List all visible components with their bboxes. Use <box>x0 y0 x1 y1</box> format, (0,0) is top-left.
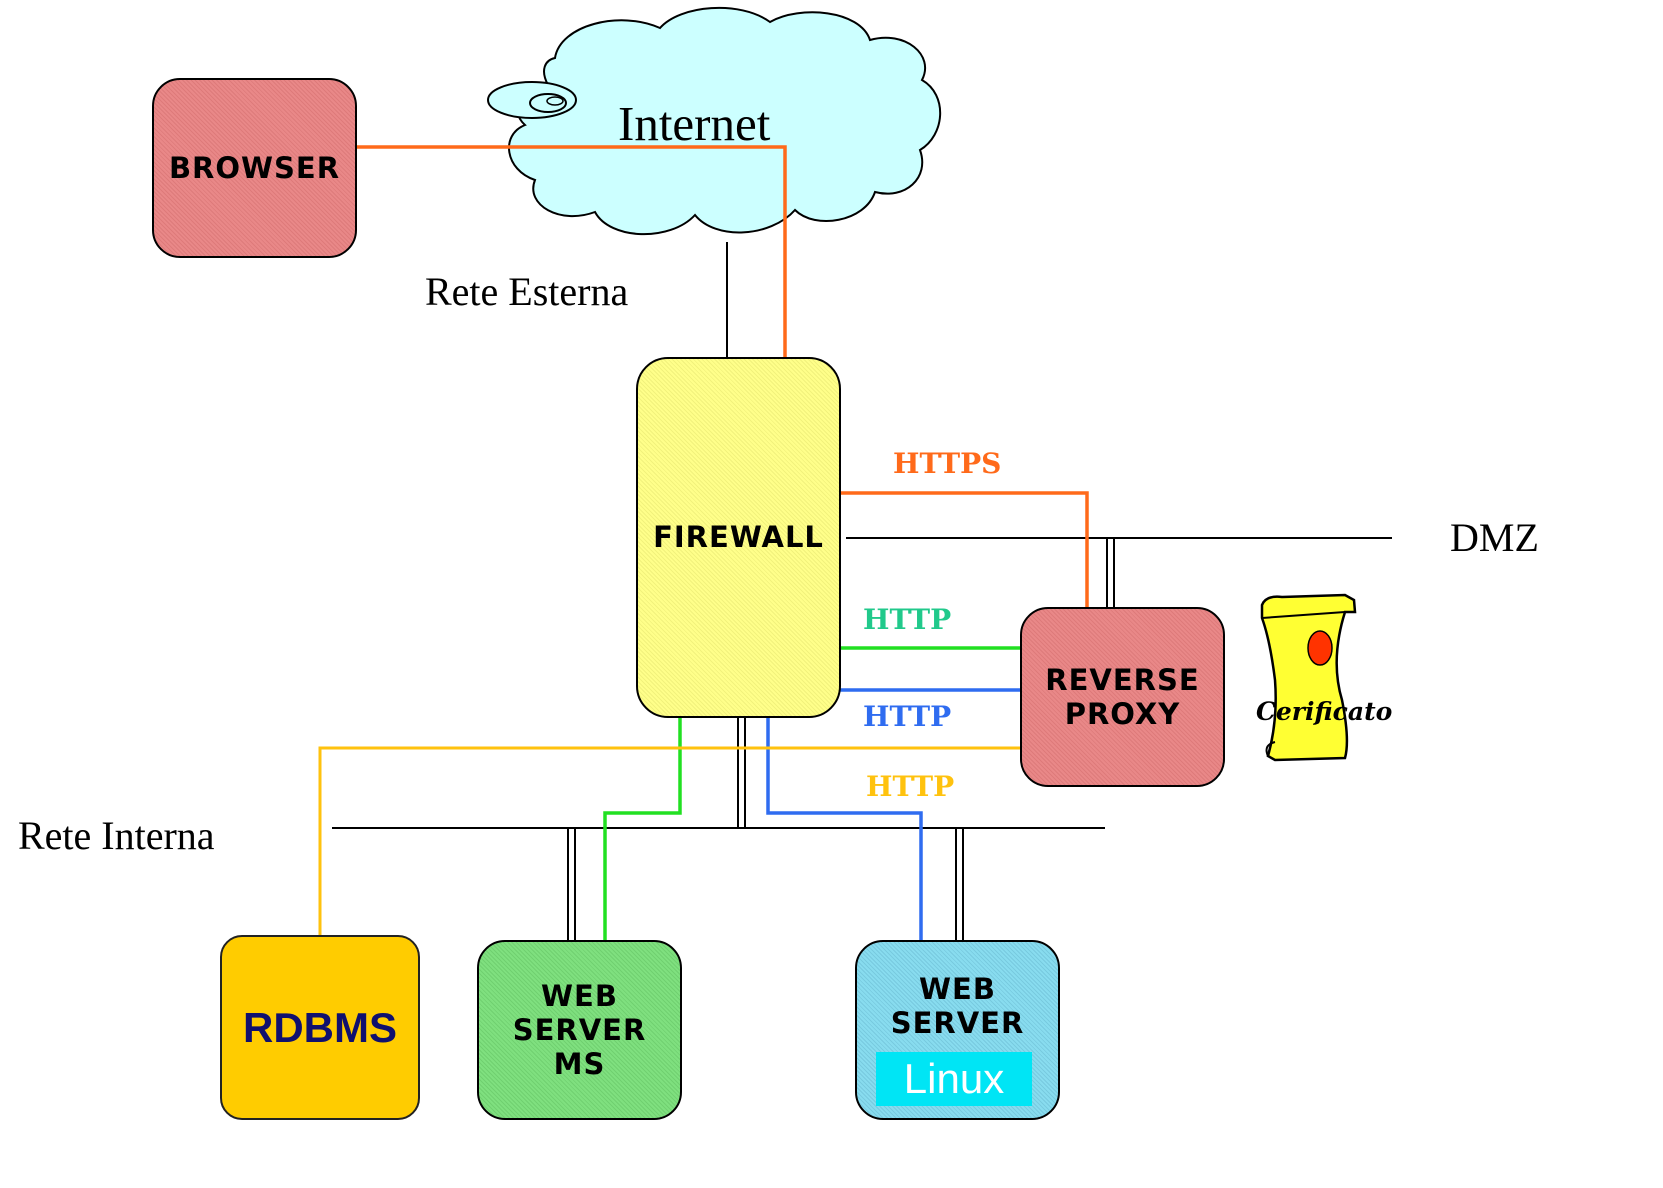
internal-network-label: Rete Interna <box>18 813 215 858</box>
web-server-ms-node[interactable]: WEB SERVER MS <box>477 940 682 1120</box>
internet-label: Internet <box>618 96 771 151</box>
web-server-ms-label-line2: SERVER <box>512 1012 647 1047</box>
external-network-label: Rete Esterna <box>425 269 629 314</box>
http-label-rdbms: HTTP <box>866 770 955 803</box>
rdbms-label: RDBMS <box>243 1003 397 1051</box>
rdbms-node[interactable]: RDBMS <box>220 935 420 1120</box>
web-server-linux-label-line1: WEB <box>919 972 996 1006</box>
reverse-proxy-label-line2: PROXY <box>1064 697 1181 731</box>
certificate-label: Cerificato <box>1256 697 1393 726</box>
reverse-proxy-node[interactable]: REVERSE PROXY <box>1020 607 1225 787</box>
https-label: HTTPS <box>893 447 1002 480</box>
browser-label: BROWSER <box>168 150 341 185</box>
http-label-ms: HTTP <box>863 603 952 636</box>
linux-os-tag: Linux <box>876 1052 1032 1106</box>
http-path-rdbms <box>318 746 1022 937</box>
reverse-proxy-label-line1: REVERSE <box>1045 662 1200 697</box>
web-server-linux-label-line2: SERVER <box>890 1006 1025 1041</box>
http-label-linux: HTTP <box>863 700 952 733</box>
certificate-icon <box>1260 593 1357 762</box>
http-path-linux <box>766 688 1027 940</box>
dmz-label: DMZ <box>1450 515 1539 560</box>
internet-cloud <box>487 6 942 236</box>
web-server-ms-label-line1: WEB <box>541 978 618 1013</box>
web-server-ms-label-line3: MS <box>553 1047 606 1082</box>
browser-node[interactable]: BROWSER <box>152 78 357 258</box>
network-segments <box>332 242 1392 940</box>
firewall-label: FIREWALL <box>653 520 824 555</box>
firewall-node[interactable]: FIREWALL <box>636 357 841 718</box>
